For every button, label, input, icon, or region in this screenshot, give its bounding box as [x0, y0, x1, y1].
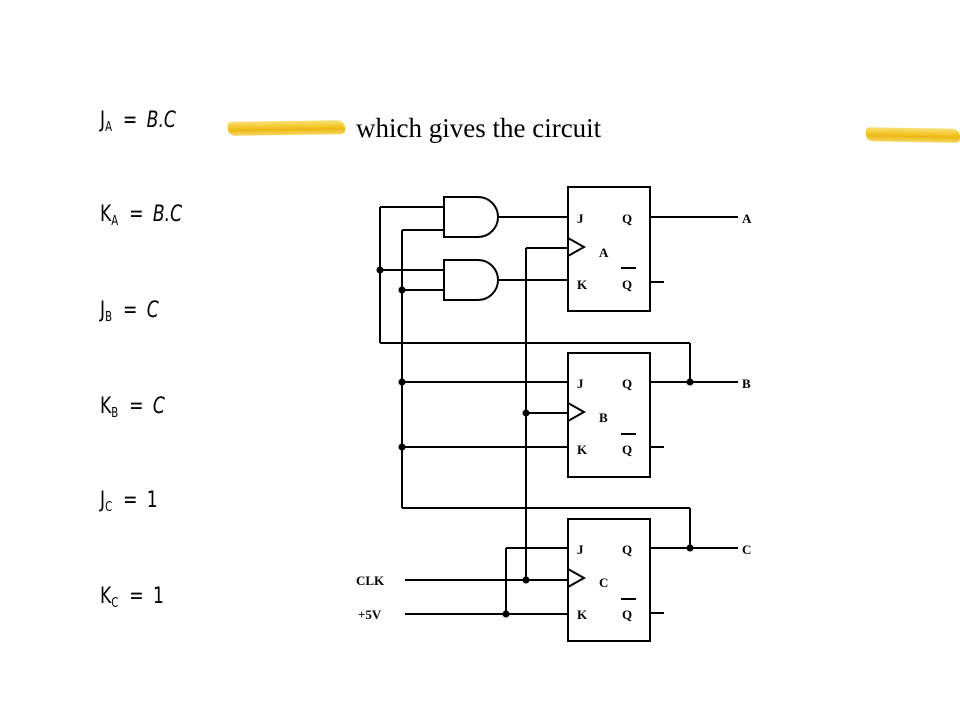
ff-c-q-label: Q [622, 542, 632, 557]
junction-dot [522, 576, 530, 584]
ff-b-j-label: J [577, 376, 584, 391]
junction-dot [398, 286, 406, 294]
ff-a-j-label: J [577, 211, 584, 226]
and-gate-ka [443, 259, 499, 301]
ff-a-q-label: Q [622, 211, 632, 226]
ff-b-qbar-label: Q [622, 442, 632, 457]
ff-a-name-label: A [599, 245, 609, 260]
and-gate-ja [443, 196, 499, 238]
equation-jb: JB=C [100, 298, 159, 325]
equation-kb: KB=C [100, 394, 165, 421]
ff-b-name-label: B [599, 410, 608, 425]
ff-b-q-label: Q [622, 376, 632, 391]
ff-a-k-label: K [577, 277, 588, 292]
clock-triangle-c [567, 568, 587, 588]
ff-a-qbar-label: Q [622, 277, 632, 292]
circuit-caption: which gives the circuit [356, 113, 602, 143]
ff-c-name-label: C [599, 575, 608, 590]
junction-dot [398, 443, 406, 451]
ff-c-k-label: K [577, 607, 588, 622]
output-a-label: A [742, 211, 752, 226]
clock-triangle-a [567, 237, 587, 257]
ff-c-j-label: J [577, 542, 584, 557]
clock-triangle-b [567, 402, 587, 422]
clk-input-label: CLK [356, 573, 385, 588]
output-c-label: C [742, 542, 751, 557]
junction-dot [502, 610, 510, 618]
junction-dot [376, 266, 384, 274]
ff-c-qbar-label: Q [622, 607, 632, 622]
equation-ja: JA=B.C [100, 108, 176, 135]
junction-dot [686, 378, 694, 386]
vcc-input-label: +5V [358, 607, 382, 622]
junction-dot [686, 544, 694, 552]
equation-ka: KA=B.C [100, 202, 183, 229]
junction-dot [522, 409, 530, 417]
ff-b-k-label: K [577, 442, 588, 457]
junction-dot [398, 378, 406, 386]
flipflop-b-box [567, 352, 651, 478]
output-b-label: B [742, 376, 751, 391]
equation-jc: JC=1 [100, 488, 158, 515]
equation-kc: KC=1 [100, 584, 164, 611]
